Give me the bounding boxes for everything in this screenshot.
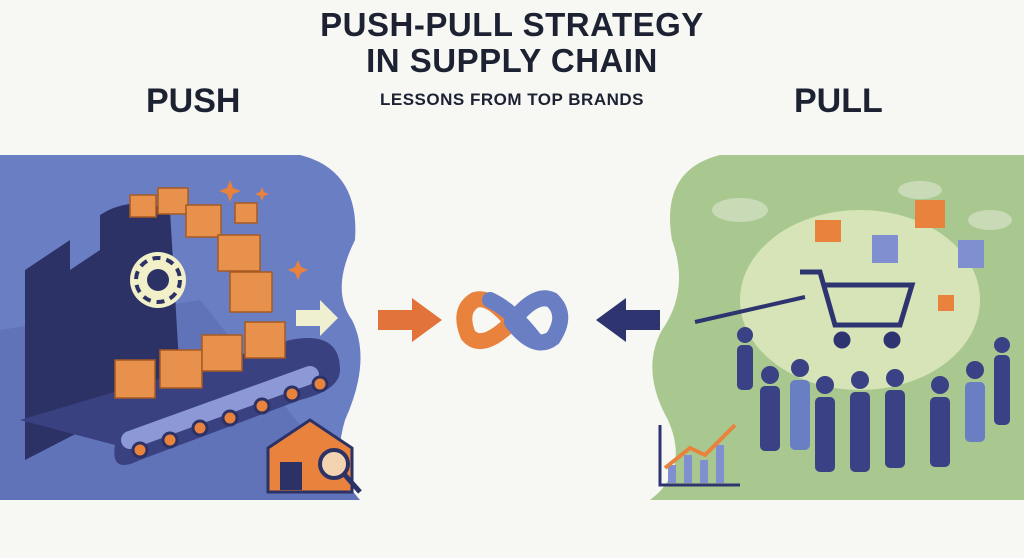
push-label: PUSH (146, 82, 241, 120)
belt-surface (121, 366, 319, 449)
shopping-cart-icon (800, 269, 916, 349)
pull-arrow-icon (596, 298, 660, 342)
conveyor-rollers (131, 375, 329, 459)
title-line-1: PUSH-PULL STRATEGY (320, 6, 704, 43)
subtitle: LESSONS FROM TOP BRANDS (379, 90, 644, 109)
magnifier-icon (318, 448, 350, 480)
sparkle-icons (219, 180, 308, 280)
push-small-arrow-icon (296, 300, 338, 336)
gear-icon (130, 252, 186, 308)
boxes (114, 187, 286, 399)
conveyor-belt (20, 338, 340, 465)
shopping-bag-icons (815, 200, 984, 311)
crowd (737, 327, 1010, 472)
growth-chart-icon (658, 423, 740, 487)
glow (740, 210, 980, 390)
title-line-2: IN SUPPLY CHAIN (366, 42, 658, 79)
cloud-icons (712, 181, 1012, 230)
infinity-icon (456, 290, 569, 351)
warehouse-icon (266, 418, 362, 494)
pull-label: PULL (794, 82, 883, 120)
demand-arrow (694, 295, 806, 324)
push-arrow-icon (378, 298, 442, 342)
